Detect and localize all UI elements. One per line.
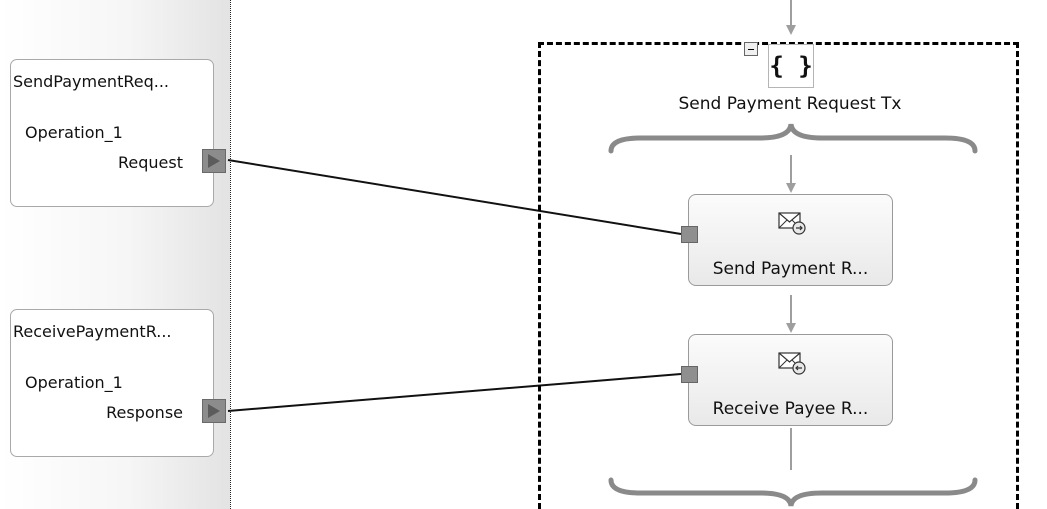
send-envelope-icon: [778, 212, 806, 235]
port-name: SendPaymentReq...: [13, 72, 169, 91]
port-binding-line-request: [227, 159, 682, 235]
receive-shape-label: Receive Payee R...: [712, 399, 869, 419]
scope-top-brace: [608, 123, 978, 154]
minus-icon[interactable]: [744, 42, 758, 56]
scope-boundary[interactable]: [538, 42, 1019, 509]
receive-shape[interactable]: Receive Payee R...: [681, 334, 893, 426]
port-send-payment-request[interactable]: SendPaymentReq... Operation_1 Request: [10, 59, 226, 207]
port-binding-line-response: [227, 373, 682, 412]
scope-bottom-brace: [608, 477, 978, 507]
port-message: Request: [118, 153, 183, 172]
request-port-handle[interactable]: [202, 149, 226, 173]
port-message: Response: [106, 403, 183, 422]
scope-title: Send Payment Request Tx: [678, 94, 902, 114]
send-shape[interactable]: Send Payment R...: [681, 194, 893, 286]
receive-port-connector[interactable]: [681, 366, 698, 383]
send-port-connector[interactable]: [681, 226, 698, 243]
port-surface-divider: [230, 0, 231, 509]
port-operation: Operation_1: [25, 373, 123, 392]
port-operation: Operation_1: [25, 123, 123, 142]
response-port-handle[interactable]: [202, 399, 226, 423]
port-receive-payment-response[interactable]: ReceivePaymentR... Operation_1 Response: [10, 309, 226, 457]
scope-icon[interactable]: { }: [768, 44, 814, 88]
receive-envelope-icon: [778, 352, 806, 375]
port-name: ReceivePaymentR...: [13, 322, 172, 341]
send-shape-label: Send Payment R...: [712, 259, 869, 279]
